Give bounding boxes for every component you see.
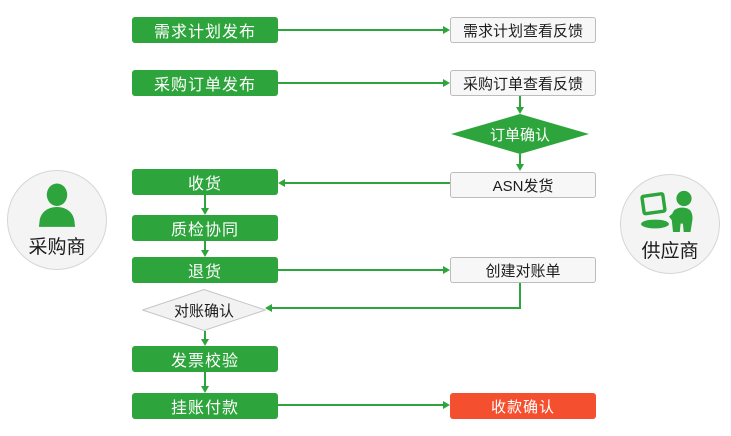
- node-label: 退货: [187, 264, 222, 281]
- person-icon: [36, 182, 78, 230]
- connector-demand-plan: [278, 29, 444, 31]
- connector-confirm-to-asn: [519, 154, 521, 165]
- arrowhead-down-icon: [201, 250, 209, 257]
- connector-po: [278, 82, 444, 84]
- connector-asn-to-receive: [285, 182, 450, 184]
- node-label: 对账确认: [173, 302, 234, 320]
- node-return-goods: 退货: [132, 257, 278, 283]
- connector-payment-to-receipt: [278, 404, 444, 406]
- node-quality-collab: 质检协同: [132, 215, 278, 241]
- node-create-statement: 创建对账单: [450, 257, 596, 283]
- node-label: 收款确认: [490, 398, 555, 416]
- node-receipt-confirm: 收款确认: [450, 393, 596, 419]
- arrowhead-down-icon: [201, 386, 209, 393]
- connector-statement-elbow-v: [519, 283, 521, 309]
- node-label: 创建对账单: [485, 262, 561, 280]
- person-laptop-icon: [639, 186, 701, 234]
- node-label: 采购订单发布: [153, 77, 256, 94]
- node-label: 发票校验: [170, 353, 239, 370]
- arrowhead-down-icon: [201, 339, 209, 346]
- arrowhead-left-icon: [278, 179, 285, 187]
- connector-confirm-to-invoice: [204, 331, 206, 340]
- node-label: 质检协同: [170, 222, 239, 239]
- connector-statement-elbow-h: [272, 307, 521, 309]
- connector-receive-to-quality: [204, 195, 206, 208]
- node-asn-ship: ASN发货: [450, 172, 596, 198]
- node-label: 收货: [187, 176, 222, 193]
- node-publish-demand-plan: 需求计划发布: [132, 17, 278, 43]
- node-label: 采购订单查看反馈: [462, 75, 583, 93]
- node-statement-confirm-diamond: 对账确认: [142, 289, 266, 331]
- node-receive-goods: 收货: [132, 169, 278, 195]
- arrowhead-right-icon: [443, 266, 450, 274]
- node-view-po: 采购订单查看反馈: [450, 70, 596, 96]
- arrowhead-right-icon: [443, 401, 450, 409]
- arrowhead-down-icon: [516, 107, 524, 114]
- node-view-demand-plan: 需求计划查看反馈: [450, 17, 596, 43]
- node-invoice-check: 发票校验: [132, 346, 278, 372]
- node-order-confirm-diamond: 订单确认: [451, 114, 589, 154]
- supplier-label: 供应商: [641, 241, 699, 262]
- node-label: 订单确认: [489, 126, 550, 144]
- supplier-actor: 供应商: [620, 174, 720, 274]
- arrowhead-right-icon: [443, 26, 450, 34]
- connector-return-to-statement: [278, 269, 444, 271]
- node-label: ASN发货: [492, 177, 554, 195]
- arrowhead-right-icon: [443, 79, 450, 87]
- node-label: 需求计划发布: [153, 24, 256, 41]
- buyer-actor: 采购商: [7, 170, 107, 270]
- node-publish-po: 采购订单发布: [132, 70, 278, 96]
- arrowhead-down-icon: [516, 164, 524, 171]
- buyer-label: 采购商: [28, 237, 86, 258]
- arrowhead-down-icon: [201, 208, 209, 215]
- connector-po-to-confirm: [519, 96, 521, 108]
- connector-invoice-to-payment: [204, 372, 206, 387]
- node-label: 需求计划查看反馈: [462, 22, 583, 40]
- arrowhead-left-icon: [265, 304, 272, 312]
- connector-quality-to-return: [204, 241, 206, 250]
- node-payment-on-account: 挂账付款: [132, 393, 278, 419]
- node-label: 挂账付款: [170, 400, 239, 417]
